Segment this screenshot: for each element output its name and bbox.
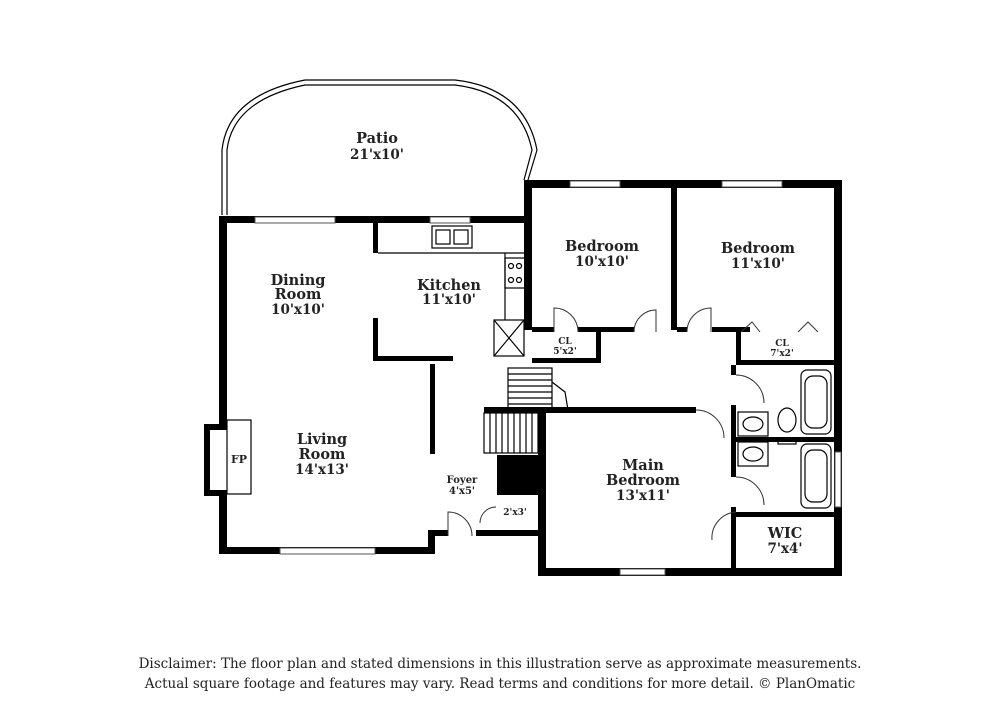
patio-name: Patio <box>356 130 398 147</box>
bedroom1-label: Bedroom 10'x10' <box>565 238 640 270</box>
bedroom2-label: Bedroom 11'x10' <box>721 240 796 272</box>
small-closet-dim: 2'x3' <box>503 508 526 518</box>
main-bedroom-dim: 13'x11' <box>616 488 670 504</box>
small-closet-label: 2'x3' <box>503 508 526 518</box>
doors <box>447 307 819 541</box>
bedroom1-name: Bedroom <box>565 238 640 255</box>
main-bedroom-name-2: Bedroom <box>606 472 681 489</box>
main-bedroom-name-1: Main <box>622 457 664 474</box>
cl1-label: CL 5'x2' <box>553 337 576 357</box>
fp-label: FP <box>231 453 247 466</box>
foyer-name: Foyer <box>447 475 478 486</box>
dining-name-1: Dining <box>271 272 326 289</box>
bedroom1-dim: 10'x10' <box>575 254 629 270</box>
living-name-2: Room <box>299 446 346 463</box>
living-name-1: Living <box>297 431 347 448</box>
bedroom2-name: Bedroom <box>721 240 796 257</box>
windows <box>254 180 842 576</box>
dining-label: Dining Room 10'x10' <box>271 272 326 318</box>
stairs <box>483 367 569 454</box>
dining-name-2: Room <box>275 286 322 303</box>
cl2-name: CL <box>775 339 789 349</box>
fireplace <box>226 419 252 495</box>
patio-outline <box>221 79 538 215</box>
foyer-label: Foyer 4'x5' <box>447 475 478 497</box>
cl1-name: CL <box>558 337 572 347</box>
main-bedroom-label: Main Bedroom 13'x11' <box>606 457 681 504</box>
cl1-dim: 5'x2' <box>553 347 576 357</box>
kitchen-name: Kitchen <box>417 277 481 294</box>
wic-label: WIC 7'x4' <box>767 525 803 557</box>
patio-dim: 21'x10' <box>350 147 404 163</box>
kitchen-fixtures <box>378 225 526 357</box>
foyer-dim: 4'x5' <box>449 486 475 497</box>
cl2-dim: 7'x2' <box>770 349 793 359</box>
kitchen-label: Kitchen 11'x10' <box>417 277 481 308</box>
disclaimer-line-2: Actual square footage and features may v… <box>144 676 856 692</box>
wic-name: WIC <box>767 525 803 542</box>
cl2-label: CL 7'x2' <box>770 339 793 359</box>
fp-name: FP <box>231 453 247 466</box>
disclaimer-line-1: Disclaimer: The floor plan and stated di… <box>138 656 862 672</box>
dining-dim: 10'x10' <box>271 302 325 318</box>
living-dim: 14'x13' <box>295 462 349 478</box>
bath-fixtures <box>737 369 832 509</box>
bedroom2-dim: 11'x10' <box>731 256 785 272</box>
wic-dim: 7'x4' <box>767 541 802 557</box>
kitchen-dim: 11'x10' <box>422 292 476 308</box>
patio-label: Patio 21'x10' <box>350 130 404 163</box>
living-label: Living Room 14'x13' <box>295 431 349 478</box>
